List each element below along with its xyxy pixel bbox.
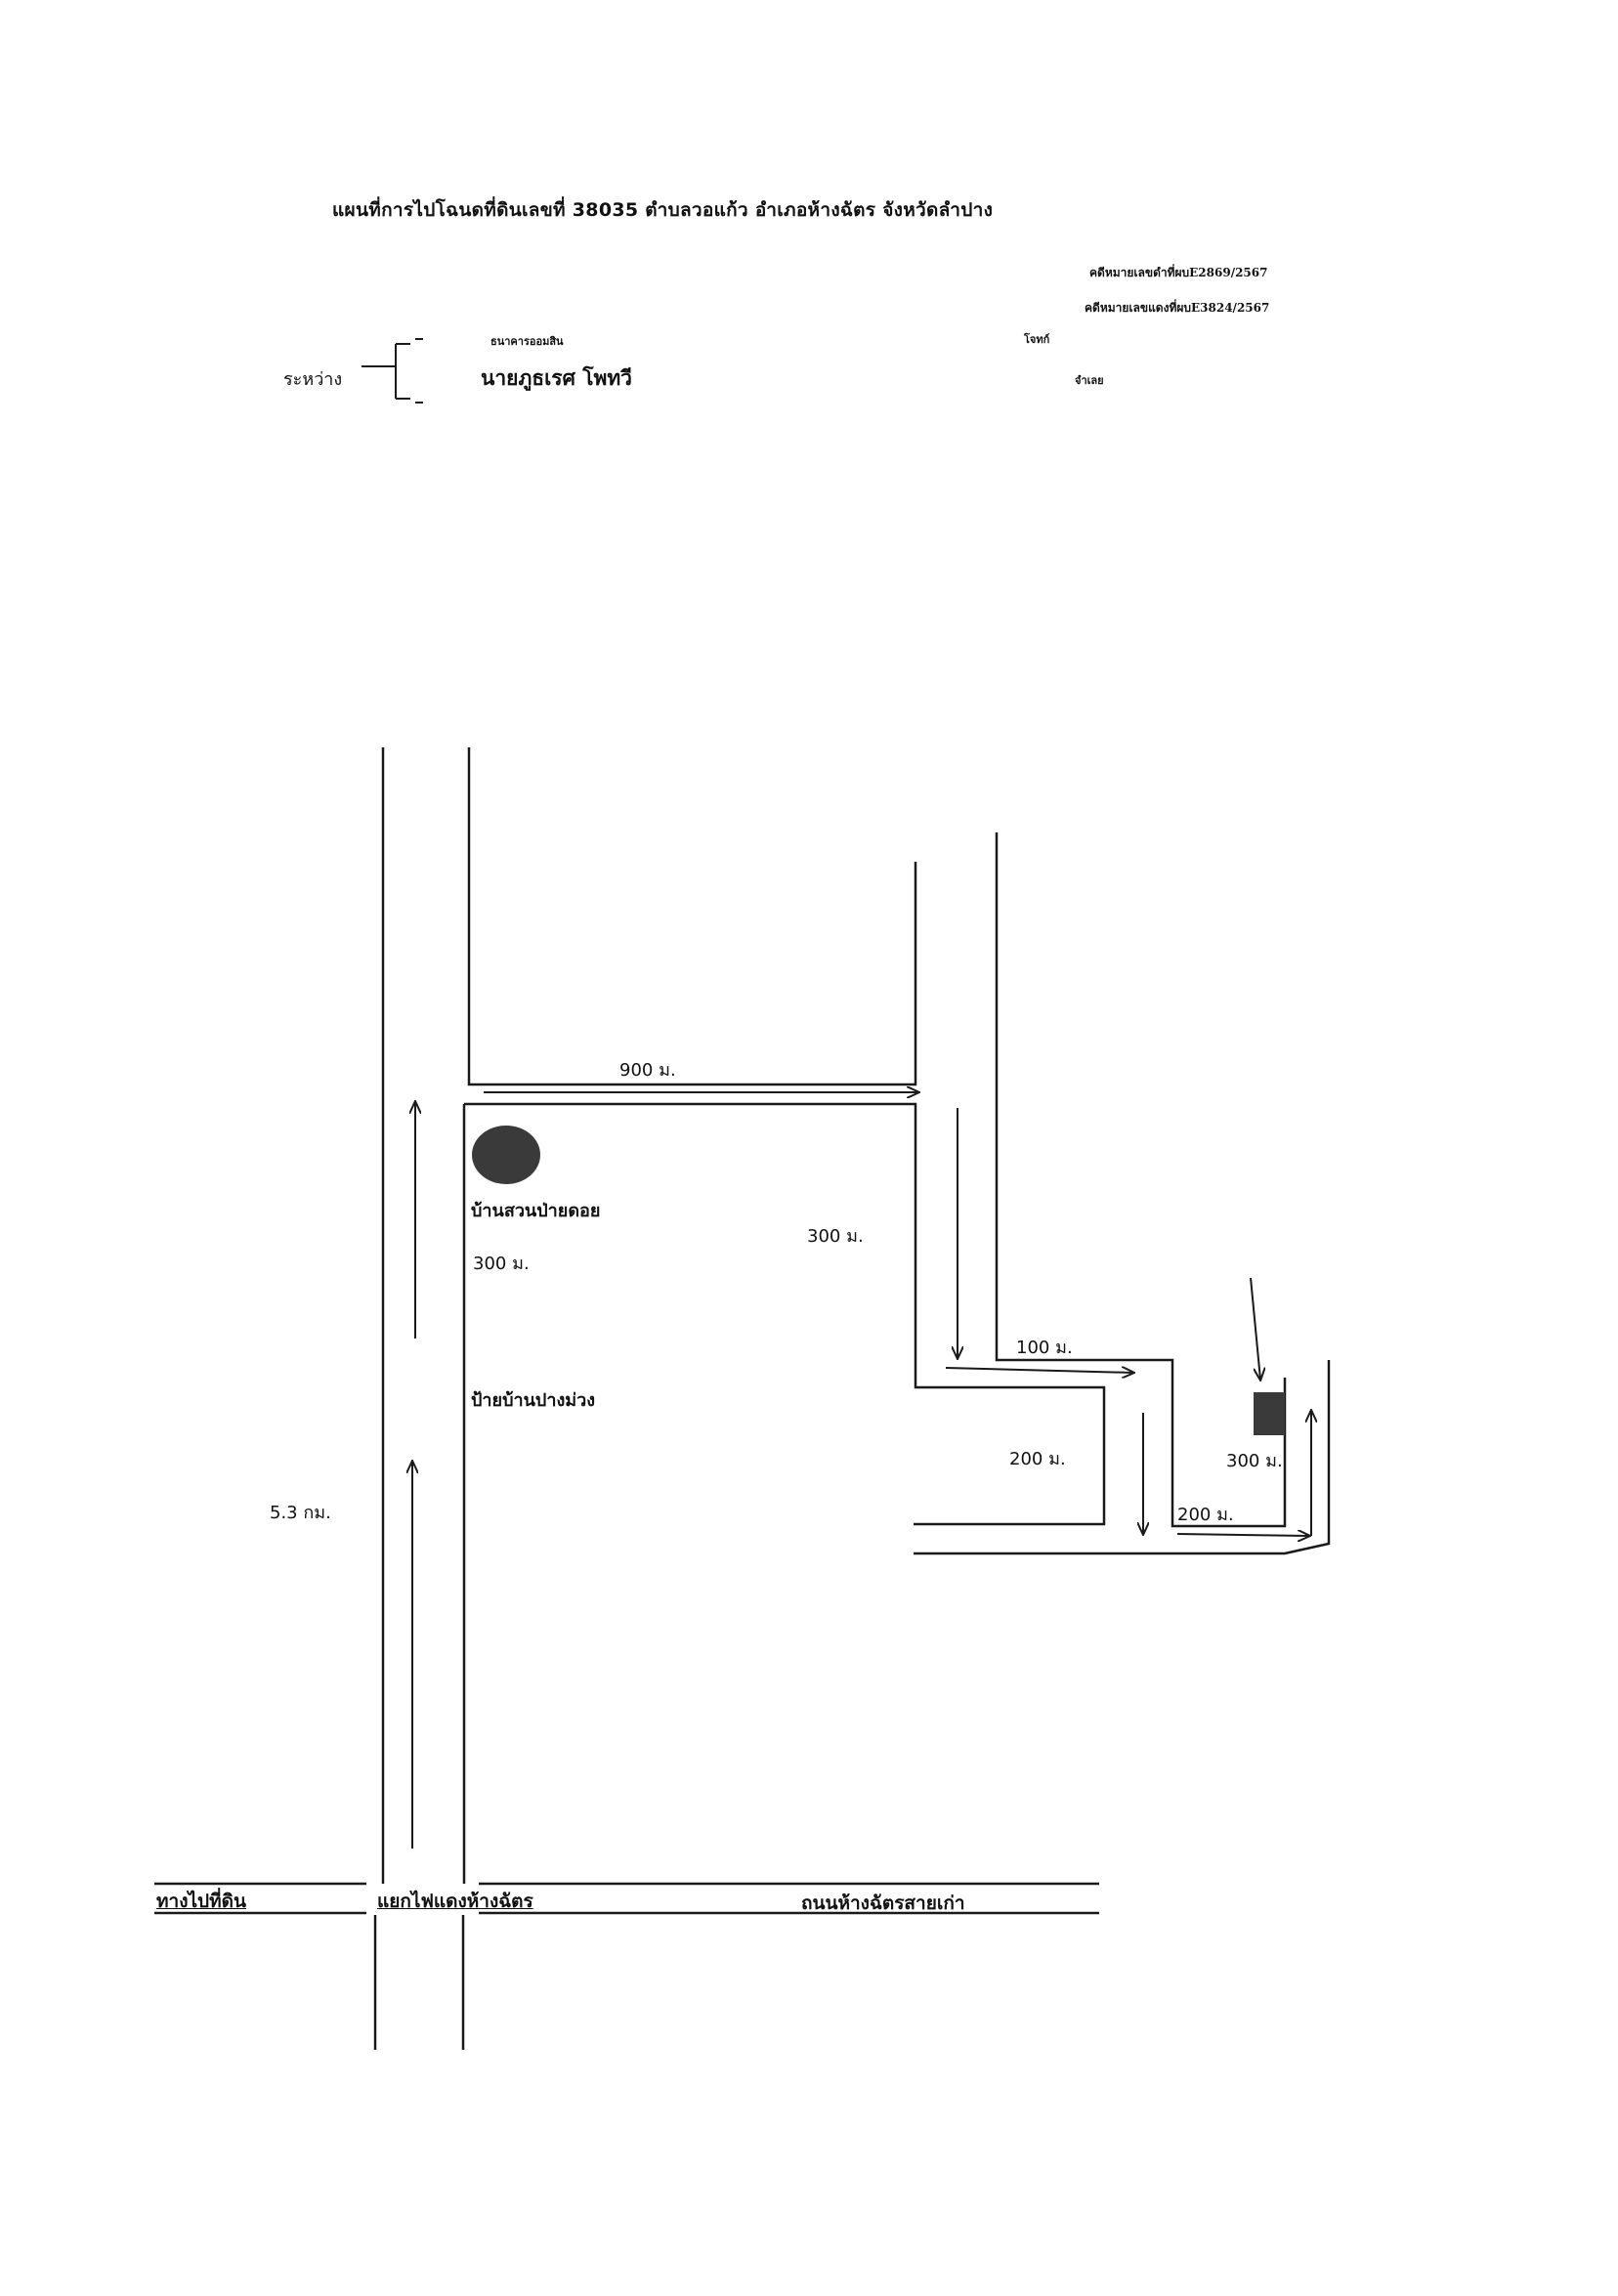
defendant-role: จำเลย [1075,374,1104,387]
arrow-right-100 [945,1368,1133,1373]
label-village-sign: ป้ายบ้านปางม่วง [471,1390,596,1411]
upper-road-block [467,747,917,1086]
label-road-to-land: ทางไปที่ดิน [156,1891,246,1912]
middle-road-block [464,1102,1106,1526]
roads [154,747,1331,2050]
label-300m-right: 300 ม. [1226,1451,1283,1471]
village-marker-icon [472,1126,540,1184]
label-200m-a: 200 ม. [1009,1449,1066,1469]
label-900m: 900 ม. [619,1060,676,1081]
between-label: ระหว่าง [283,369,343,390]
right-road-block [995,832,1287,1528]
document-title: แผนที่การไปโฉนดที่ดินเลขที่ 38035 ตำบลวอ… [332,199,994,221]
red-case-number: คดีหมายเลขแดงที่ผบE3824/2567 [1085,301,1270,315]
party-bracket [362,338,423,404]
label-200m-b: 200 ม. [1177,1505,1234,1525]
label-junction: แยกไฟแดงห้างฉัตร [377,1891,533,1912]
black-case-number: คดีหมายเลขดำที่ผบE2869/2567 [1089,266,1268,279]
plaintiff-name: ธนาคารออมสิน [490,335,564,348]
label-300m-left: 300 ม. [473,1254,530,1274]
route-arrows [412,1092,1311,1849]
plaintiff-role: โจทก์ [1024,333,1050,346]
bottom-road [914,1360,1331,1555]
label-300m-mid: 300 ม. [807,1226,864,1247]
label-old-road: ถนนห้างฉัตรสายเก่า [801,1892,965,1914]
label-5-3km: 5.3 กม. [270,1503,331,1523]
land-plot-marker-icon [1254,1392,1285,1435]
label-village-landmark: บ้านสวนป่ายดอย [471,1201,601,1221]
defendant-name: นายภูธเรศ โพทวี [481,366,632,390]
label-100m: 100 ม. [1016,1338,1073,1358]
arrow-down-to-land [1250,1277,1260,1380]
arrow-right-200 [1176,1534,1309,1536]
